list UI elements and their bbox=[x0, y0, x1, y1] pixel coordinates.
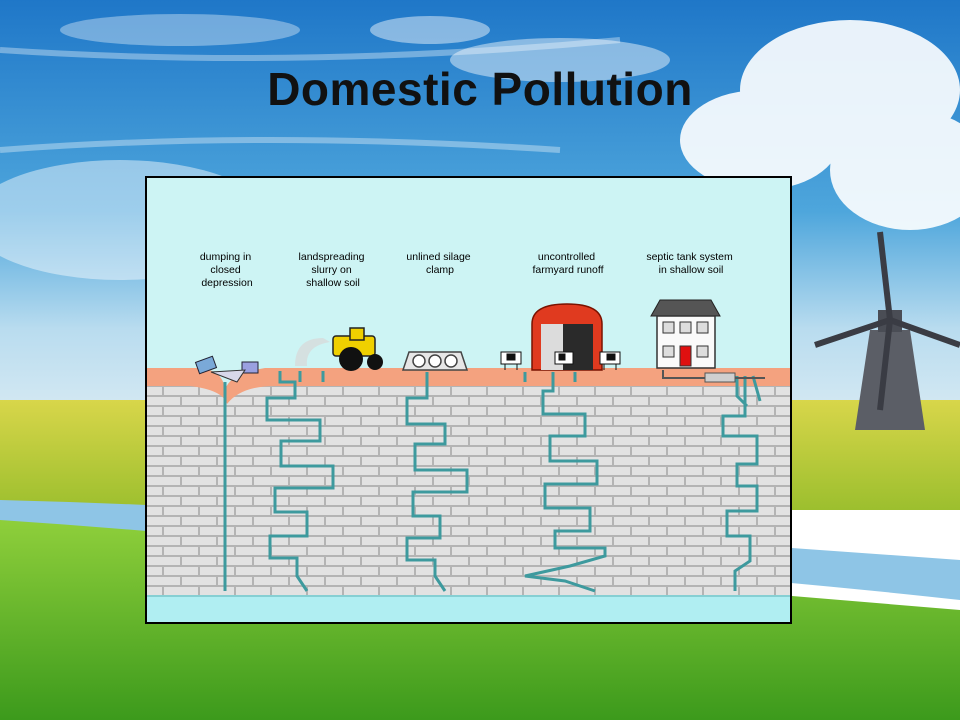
label-runoff: uncontrolled farmyard runoff bbox=[532, 251, 603, 276]
pollutant-pathways bbox=[223, 371, 762, 593]
label-silage: unlined silage clamp bbox=[406, 251, 473, 276]
pathway-septic bbox=[721, 376, 759, 591]
septic-tank-icon bbox=[662, 370, 765, 383]
soil-layer bbox=[145, 368, 792, 390]
pathway-silage bbox=[405, 372, 469, 592]
diagram-border bbox=[145, 176, 792, 624]
slide-title: Domestic Pollution bbox=[267, 63, 693, 115]
tractor-icon bbox=[295, 327, 383, 371]
pollution-diagram: dumping in closed depression landspreadi… bbox=[145, 176, 792, 624]
pathway-runoff bbox=[524, 372, 607, 593]
label-landspreading: landspreading slurry on shallow soil bbox=[299, 251, 368, 289]
label-septic: septic tank system in shallow soil bbox=[646, 251, 735, 276]
house-icon bbox=[650, 299, 721, 369]
silage-clamp-icon bbox=[401, 351, 469, 371]
dumped-waste-icon bbox=[194, 355, 259, 383]
cow-icons bbox=[500, 351, 621, 370]
water-table bbox=[145, 596, 792, 624]
label-dumping: dumping in closed depression bbox=[200, 251, 254, 289]
windmill-icon bbox=[814, 231, 960, 430]
diagram-labels: dumping in closed depression landspreadi… bbox=[200, 251, 735, 289]
streaks bbox=[0, 37, 621, 153]
pathway-landspreading bbox=[265, 371, 335, 592]
farmyard-shed-icon bbox=[531, 303, 603, 371]
